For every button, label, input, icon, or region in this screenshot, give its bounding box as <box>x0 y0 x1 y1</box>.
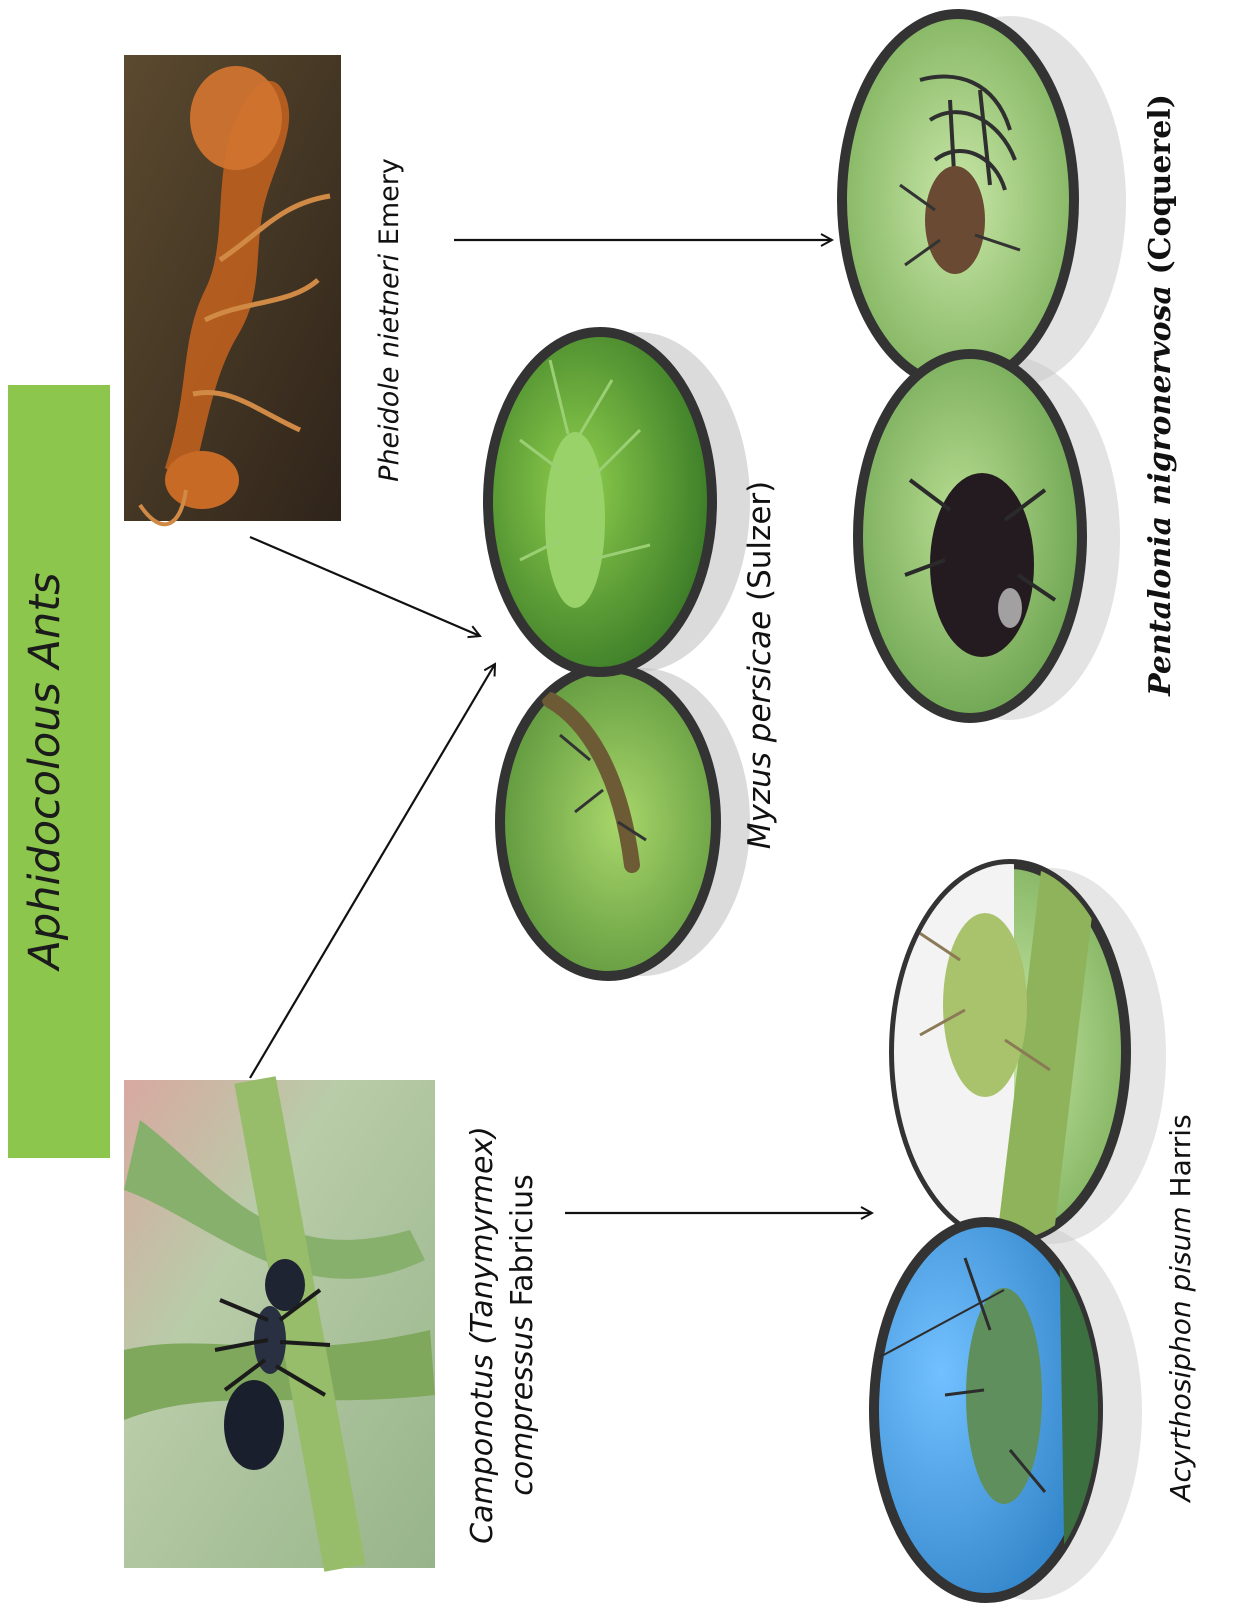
myzus-image-left-frame <box>500 668 716 976</box>
pentalonia-image-group <box>842 14 1126 720</box>
pentalonia-label: Pentalonia nigronervosa (Coquerel) <box>1143 94 1178 697</box>
acyrthosiphon-bottom-aphid-body <box>966 1288 1042 1504</box>
pheidole-authority: Emery <box>374 158 405 245</box>
pentalonia-authority: (Coquerel) <box>1143 94 1178 274</box>
camponotus-label-line-1: Camponotus (Tanymyrmex) <box>465 1126 500 1544</box>
acyrthosiphon-name: Acyrthosiphon pisum <box>1164 1206 1197 1503</box>
myzus-species: persicae <box>742 611 778 743</box>
pentalonia-name: Pentalonia nigronervosa <box>1143 285 1178 697</box>
pheidole-ant-gaster <box>190 66 282 170</box>
pentalonia-label-text: Pentalonia nigronervosa (Coquerel) <box>1143 94 1178 697</box>
acyrthosiphon-label-text: Acyrthosiphon pisum Harris <box>1164 1114 1197 1503</box>
myzus-label-text: Myzus persicae (Sulzer) <box>742 481 778 849</box>
acyrthosiphon-label: Acyrthosiphon pisum Harris <box>1164 1114 1197 1503</box>
arrow-pheidole-to-myzus <box>250 537 480 636</box>
myzus-image-group <box>488 332 750 976</box>
pheidole-label: Pheidole nietneri Emery <box>374 158 405 482</box>
camponotus-label: Camponotus (Tanymyrmex) compressus Fabri… <box>465 1126 540 1544</box>
pheidole-photo <box>124 55 341 524</box>
myzus-authority: (Sulzer) <box>742 481 778 601</box>
pheidole-genus: Pheidole <box>374 367 405 482</box>
pentalonia-bottom-aphid-highlight <box>998 588 1022 628</box>
pheidole-label-text: Pheidole nietneri Emery <box>374 158 405 482</box>
myzus-label: Myzus persicae (Sulzer) <box>742 481 778 849</box>
pheidole-species: nietneri <box>374 253 405 358</box>
myzus-right-aphid-body <box>545 432 605 608</box>
title-banner-text: Aphidocolous Ants <box>20 573 70 973</box>
camponotus-ant-head <box>265 1259 305 1311</box>
acyrthosiphon-authority: Harris <box>1164 1114 1197 1197</box>
arrow-camponotus-to-myzus <box>250 664 495 1078</box>
camponotus-label-line-2: compressus Fabricius <box>505 1174 540 1495</box>
camponotus-authority: Fabricius <box>505 1174 540 1306</box>
camponotus-genus-subgenus: Camponotus (Tanymyrmex) <box>465 1126 500 1544</box>
camponotus-photo <box>124 1080 435 1568</box>
acyrthosiphon-top-aphid-body <box>943 913 1027 1097</box>
pheidole-ant-head <box>165 451 239 509</box>
pentalonia-top-aphid-body <box>925 166 985 274</box>
camponotus-ant-gaster <box>224 1380 284 1470</box>
pentalonia-bottom-aphid-body <box>930 473 1034 657</box>
acyrthosiphon-image-group <box>874 864 1166 1600</box>
myzus-genus: Myzus <box>742 752 778 849</box>
camponotus-species: compressus <box>505 1316 540 1496</box>
title-banner: Aphidocolous Ants <box>8 385 110 1158</box>
